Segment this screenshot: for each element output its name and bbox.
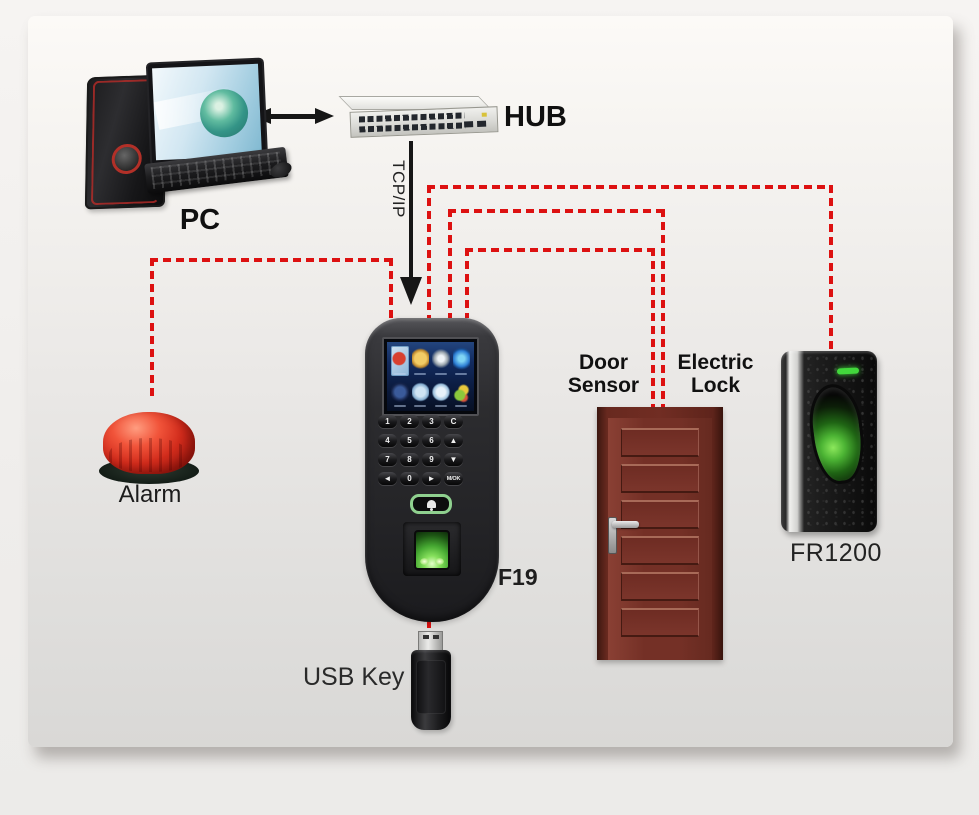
- key-3: 3: [422, 415, 441, 428]
- tcpip-label: TCP/IP: [389, 160, 408, 218]
- fr1200-fingerprint-window: [805, 381, 869, 487]
- key-1: 1: [378, 415, 397, 428]
- wire-usb: [427, 620, 431, 634]
- door-sensor-label: Door Sensor: [567, 351, 640, 398]
- door-panel: [621, 536, 699, 565]
- fingerprint-window: [414, 530, 450, 570]
- menu-icon-selected: [391, 346, 409, 376]
- tcpip-arrow-line: [409, 141, 413, 279]
- usb-connector: [418, 631, 443, 651]
- wire-segment: [651, 248, 655, 408]
- wire-segment: [150, 258, 394, 262]
- key-2: 2: [400, 415, 419, 428]
- key-right: ►: [422, 472, 441, 485]
- hub-label: HUB: [504, 101, 567, 133]
- usb-key-label: USB Key: [303, 663, 405, 691]
- hub-illustration: [333, 94, 501, 144]
- f19-label: F19: [498, 564, 538, 590]
- globe-wallpaper-icon: [199, 88, 250, 139]
- hub-uplink-ports: [463, 111, 493, 129]
- key-4: 4: [378, 434, 397, 447]
- alarm-siren: [103, 412, 195, 474]
- f19-device: 1 2 3 C 4 5 6 ▲ 7 8 9 ▼ ◄ 0 ► M/OK: [365, 318, 499, 622]
- key-6: 6: [422, 434, 441, 447]
- wire-segment: [448, 209, 665, 213]
- key-menu-ok: M/OK: [444, 472, 463, 485]
- f19-keypad: 1 2 3 C 4 5 6 ▲ 7 8 9 ▼ ◄ 0 ► M/OK: [378, 415, 463, 485]
- menu-icon-7: [432, 378, 450, 408]
- fingerprint-sensor: [403, 522, 461, 576]
- usb-key-illustration: [411, 650, 451, 730]
- pc-label: PC: [179, 204, 221, 236]
- hub-front-face: [349, 106, 499, 138]
- f19-menu-screen: [387, 342, 474, 411]
- door-panel: [621, 464, 699, 493]
- wire-segment: [427, 185, 833, 189]
- wire-segment: [829, 185, 833, 350]
- pc-screen: [152, 63, 262, 161]
- menu-icon-6: [411, 378, 429, 408]
- door-panel: [621, 572, 699, 601]
- key-up: ▲: [444, 434, 463, 447]
- door-panel: [621, 428, 699, 457]
- menu-icon-2: [411, 346, 429, 376]
- door-handle: [612, 521, 639, 528]
- fr1200-led: [836, 367, 860, 375]
- tcpip-arrow-head-icon: [400, 277, 422, 305]
- doorbell-button: [410, 494, 452, 514]
- wire-segment: [448, 209, 452, 318]
- key-clear: C: [444, 415, 463, 428]
- electric-lock-label: Electric Lock: [677, 351, 754, 398]
- door-leaf: [608, 418, 712, 660]
- alarm-label: Alarm: [118, 481, 182, 508]
- wire-segment: [661, 209, 665, 408]
- door-handle-plate: [608, 517, 617, 554]
- menu-icon-chart: [452, 378, 470, 408]
- key-down: ▼: [444, 453, 463, 466]
- wire-segment: [465, 248, 655, 252]
- wire-segment: [465, 248, 469, 318]
- key-0: 0: [400, 472, 419, 485]
- arrow-line: [268, 114, 318, 119]
- key-8: 8: [400, 453, 419, 466]
- fr1200-device: [781, 351, 877, 532]
- key-5: 5: [400, 434, 419, 447]
- wire-segment: [150, 258, 154, 400]
- arrow-head-right-icon: [315, 108, 334, 124]
- key-left: ◄: [378, 472, 397, 485]
- menu-icon-tools: [432, 346, 450, 376]
- menu-icon-5: [391, 378, 409, 408]
- key-9: 9: [422, 453, 441, 466]
- hub-ports: [358, 112, 466, 134]
- bell-icon: [426, 500, 436, 511]
- menu-icon-network: [452, 346, 470, 376]
- wire-segment: [427, 185, 431, 318]
- wire-segment: [389, 258, 393, 320]
- f19-screen: [382, 337, 479, 416]
- door-illustration: [597, 407, 723, 660]
- key-7: 7: [378, 453, 397, 466]
- door-panel: [621, 608, 699, 637]
- fr1200-label: FR1200: [790, 539, 882, 567]
